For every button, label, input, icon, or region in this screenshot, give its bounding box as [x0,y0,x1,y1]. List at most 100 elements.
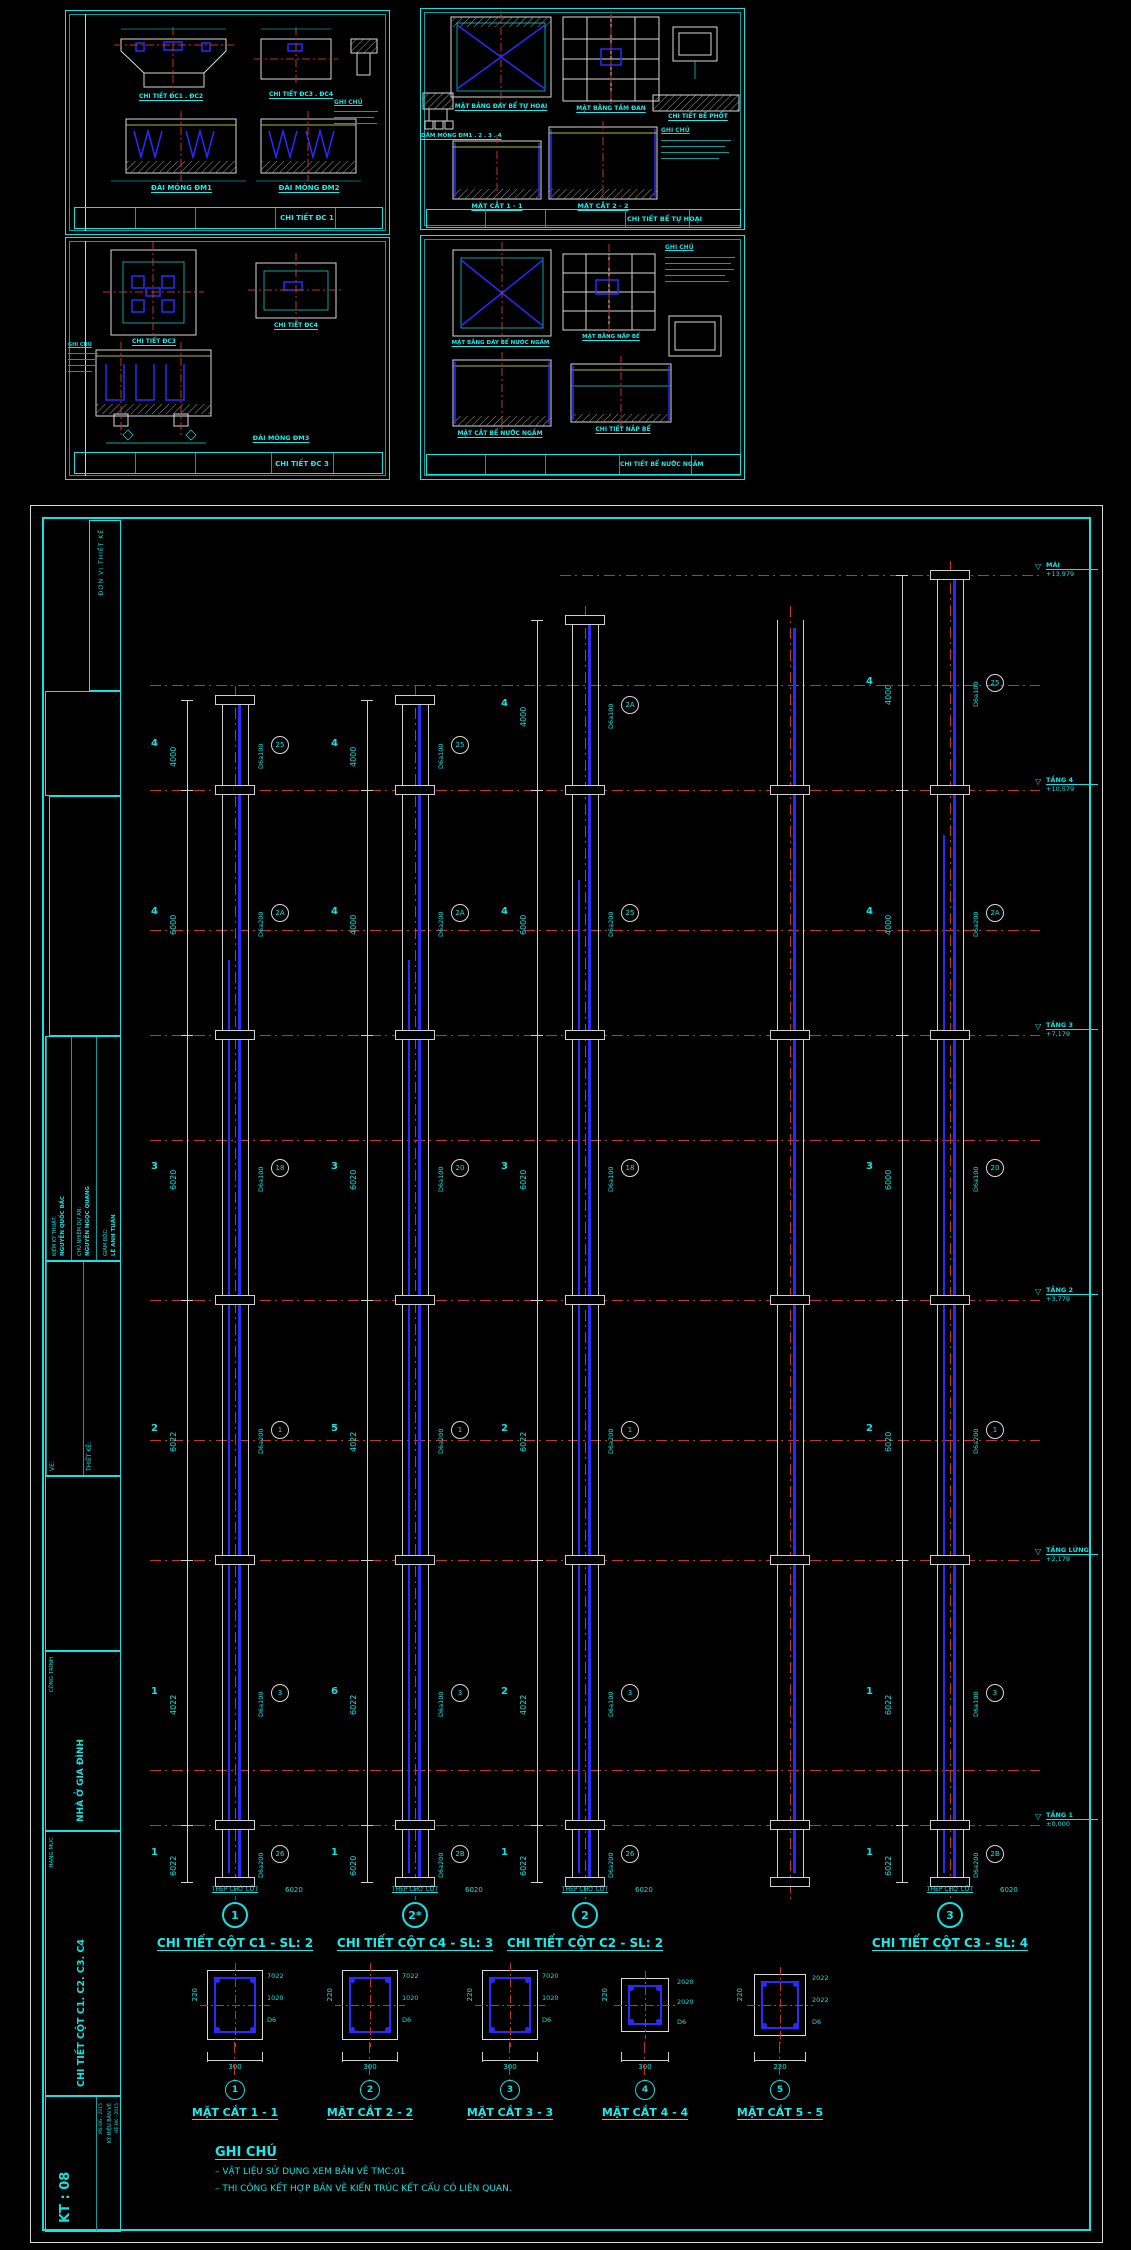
bar-count[interactable]: 3 [866,1160,873,1172]
section-bubble[interactable]: 1 [225,2080,245,2100]
sheet-foundation-details-1[interactable]: CHI TIẾT ĐC1 . ĐC2 CHI TIẾT ĐC3 . ĐC4 ĐÀ… [65,10,390,235]
rebar-line[interactable] [588,625,591,1878]
rebar-line[interactable] [578,880,580,1873]
rebar-tag-bubble[interactable]: 18 [621,1158,639,1177]
sheet-septic-tank-details[interactable]: MẶT BẰNG ĐÁY BỂ TỰ HOẠI MẶT BẰNG TẤM ĐAN… [420,8,745,230]
beam-joint [395,1820,435,1830]
column-bottom-dim[interactable]: 6020 [1000,1886,1018,1894]
bar-count[interactable]: 2 [866,1423,873,1434]
rebar-tag-bubble[interactable]: 2A [451,903,469,922]
rebar-dot [490,2027,495,2032]
rebar-tag-bubble[interactable]: 25 [621,903,639,922]
rebar-tag-bubble[interactable]: 25 [451,736,469,754]
rebar-line[interactable] [953,580,956,1878]
rebar-line[interactable] [228,960,230,1873]
rebar-tag-bubble[interactable]: 1 [451,1421,469,1439]
column-detail-title-c1[interactable]: CHI TIẾT CỘT C1 - SL: 2 [156,1936,314,1950]
section-bubble[interactable]: 2 [360,2080,380,2100]
sheet-water-tank-details[interactable]: MẶT BẰNG ĐÁY BỂ NƯỚC NGẦM MẶT BẰNG NẮP B… [420,235,745,480]
rebar-line[interactable] [943,835,945,1873]
rebar-tag-bubble[interactable]: 1 [271,1421,289,1439]
rebar-tag-bubble[interactable]: 1 [986,1421,1004,1439]
bar-count[interactable]: 4 [866,675,873,687]
bar-count[interactable]: 5 [331,1423,338,1434]
dim-tick [361,790,373,791]
bar-count[interactable]: 3 [151,1160,158,1172]
rebar-line[interactable] [408,960,410,1873]
section-detail-2[interactable]: 220 7022 1020 D6 300 2 MẶT CẮT 2 - 2 [310,1963,430,2130]
section-title[interactable]: MẶT CẮT 3 - 3 [466,2106,554,2119]
bar-count[interactable]: 4 [331,905,338,917]
section-detail-5[interactable]: 220 2022 2022 D6 220 5 MẶT CẮT 5 - 5 [720,1967,840,2130]
column-detail-title-c4[interactable]: CHI TIẾT CỘT C4 - SL: 3 [336,1936,494,1950]
rebar-tag-bubble[interactable]: 18 [271,1158,289,1177]
sheet-d-notes-title: GHI CHÚ [665,244,694,251]
bar-count[interactable]: 2 [151,1423,158,1434]
bar-count[interactable]: 1 [151,1685,158,1697]
bar-count[interactable]: 4 [151,905,158,917]
rebar-tag-bubble[interactable]: 26 [621,1844,639,1863]
column-detail-title-c2[interactable]: CHI TIẾT CỘT C2 - SL: 2 [506,1936,664,1950]
bar-count[interactable]: 1 [151,1846,158,1858]
section-title[interactable]: MẶT CẮT 4 - 4 [601,2106,689,2119]
bar-count[interactable]: 1 [866,1846,873,1858]
rebar-tag-bubble[interactable]: 26 [271,1844,289,1863]
column-bottom-dim[interactable]: 6020 [465,1886,483,1894]
rebar-tag-bubble[interactable]: 2A [621,696,639,714]
bar-count[interactable]: 3 [331,1160,338,1172]
bar-count[interactable]: 1 [331,1846,338,1858]
bar-count[interactable]: 3 [501,1160,508,1172]
section-bubble[interactable]: 5 [770,2080,790,2100]
section-detail-4[interactable]: 220 2020 2020 D6 300 4 MẶT CẮT 4 - 4 [585,1968,705,2130]
rebar-tag-bubble[interactable]: 3 [986,1683,1004,1702]
titleblock-empty-cell [45,691,121,796]
rebar-tag-bubble[interactable]: 2A [986,903,1004,922]
section-bubble[interactable]: 4 [635,2080,655,2100]
section-detail-3[interactable]: 220 7020 1020 D6 300 3 MẶT CẮT 3 - 3 [450,1963,570,2130]
dim-extension [537,2052,538,2062]
bar-count[interactable]: 4 [501,698,508,709]
rebar-tag-bubble[interactable]: 20 [986,1158,1004,1177]
column-bottom-note[interactable]: THÉP CHỜ CỘT [561,1886,609,1893]
rebar-tag-bubble[interactable]: 3 [451,1683,469,1702]
bar-count[interactable]: 6 [331,1685,338,1697]
rebar-tag-bubble[interactable]: 2B [451,1844,469,1863]
bar-count[interactable]: 4 [866,905,873,917]
rebar-tag-bubble[interactable]: 3 [621,1683,639,1702]
section-title[interactable]: MẶT CẮT 2 - 2 [326,2106,414,2119]
grid-bubble[interactable]: 2 [572,1902,598,1928]
bar-count[interactable]: 1 [501,1846,508,1858]
section-detail-1[interactable]: 220 7022 1020 D6 300 1 MẶT CẮT 1 - 1 [175,1963,295,2130]
column-bottom-note[interactable]: THÉP CHỜ CỘT [926,1886,974,1893]
rebar-tag-bubble[interactable]: 2B [986,1844,1004,1863]
bar-count[interactable]: 2 [501,1423,508,1434]
column-bottom-note[interactable]: THÉP CHỜ CỘT [211,1886,259,1893]
bar-count[interactable]: 4 [331,738,338,749]
rebar-tag-bubble[interactable]: 1 [621,1421,639,1439]
rebar-tag-bubble[interactable]: 25 [271,736,289,754]
grid-bubble[interactable]: 2* [402,1902,428,1928]
beam-joint [395,1030,435,1040]
sheet-foundation-details-2[interactable]: CHI TIẾT ĐC3 CHI TIẾT ĐC4 ĐÀI MÓNG ĐM3 G… [65,237,390,480]
rebar-tag-bubble[interactable]: 25 [986,673,1004,692]
rebar-line[interactable] [418,705,421,1878]
grid-bubble[interactable]: 3 [937,1902,963,1928]
column-bottom-dim[interactable]: 6020 [285,1886,303,1894]
bar-count[interactable]: 2 [501,1685,508,1697]
column-bottom-dim[interactable]: 6020 [635,1886,653,1894]
footer-divider [545,455,546,474]
grid-bubble[interactable]: 1 [222,1902,248,1928]
section-title[interactable]: MẶT CẮT 1 - 1 [191,2106,279,2119]
rebar-tag-bubble[interactable]: 3 [271,1683,289,1702]
bar-count[interactable]: 1 [866,1685,873,1697]
rebar-tag-bubble[interactable]: 2A [271,903,289,922]
bar-count[interactable]: 4 [501,905,508,917]
column-detail-title-c3[interactable]: CHI TIẾT CỘT C3 - SL: 4 [871,1936,1029,1950]
column-bottom-note[interactable]: THÉP CHỜ CỘT [391,1886,439,1893]
dim-tick [896,1560,908,1561]
section-bubble[interactable]: 3 [500,2080,520,2100]
rebar-line[interactable] [238,705,241,1878]
rebar-tag-bubble[interactable]: 20 [451,1158,469,1177]
section-title[interactable]: MẶT CẮT 5 - 5 [736,2106,824,2119]
bar-count[interactable]: 4 [151,738,158,749]
